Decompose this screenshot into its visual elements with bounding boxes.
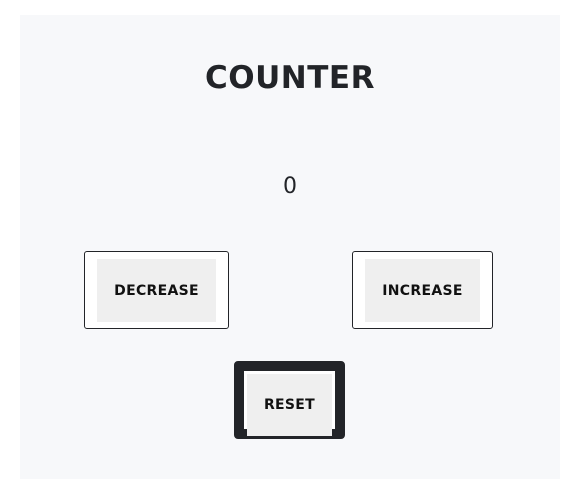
- counter-value: 0: [283, 174, 297, 199]
- reset-button[interactable]: RESET: [234, 361, 345, 439]
- page-title: COUNTER: [205, 60, 375, 96]
- increase-button[interactable]: INCREASE: [352, 251, 493, 329]
- reset-button-label: RESET: [247, 374, 332, 436]
- increase-button-label: INCREASE: [365, 259, 480, 322]
- decrease-button-label: DECREASE: [97, 259, 216, 322]
- decrease-button[interactable]: DECREASE: [84, 251, 229, 329]
